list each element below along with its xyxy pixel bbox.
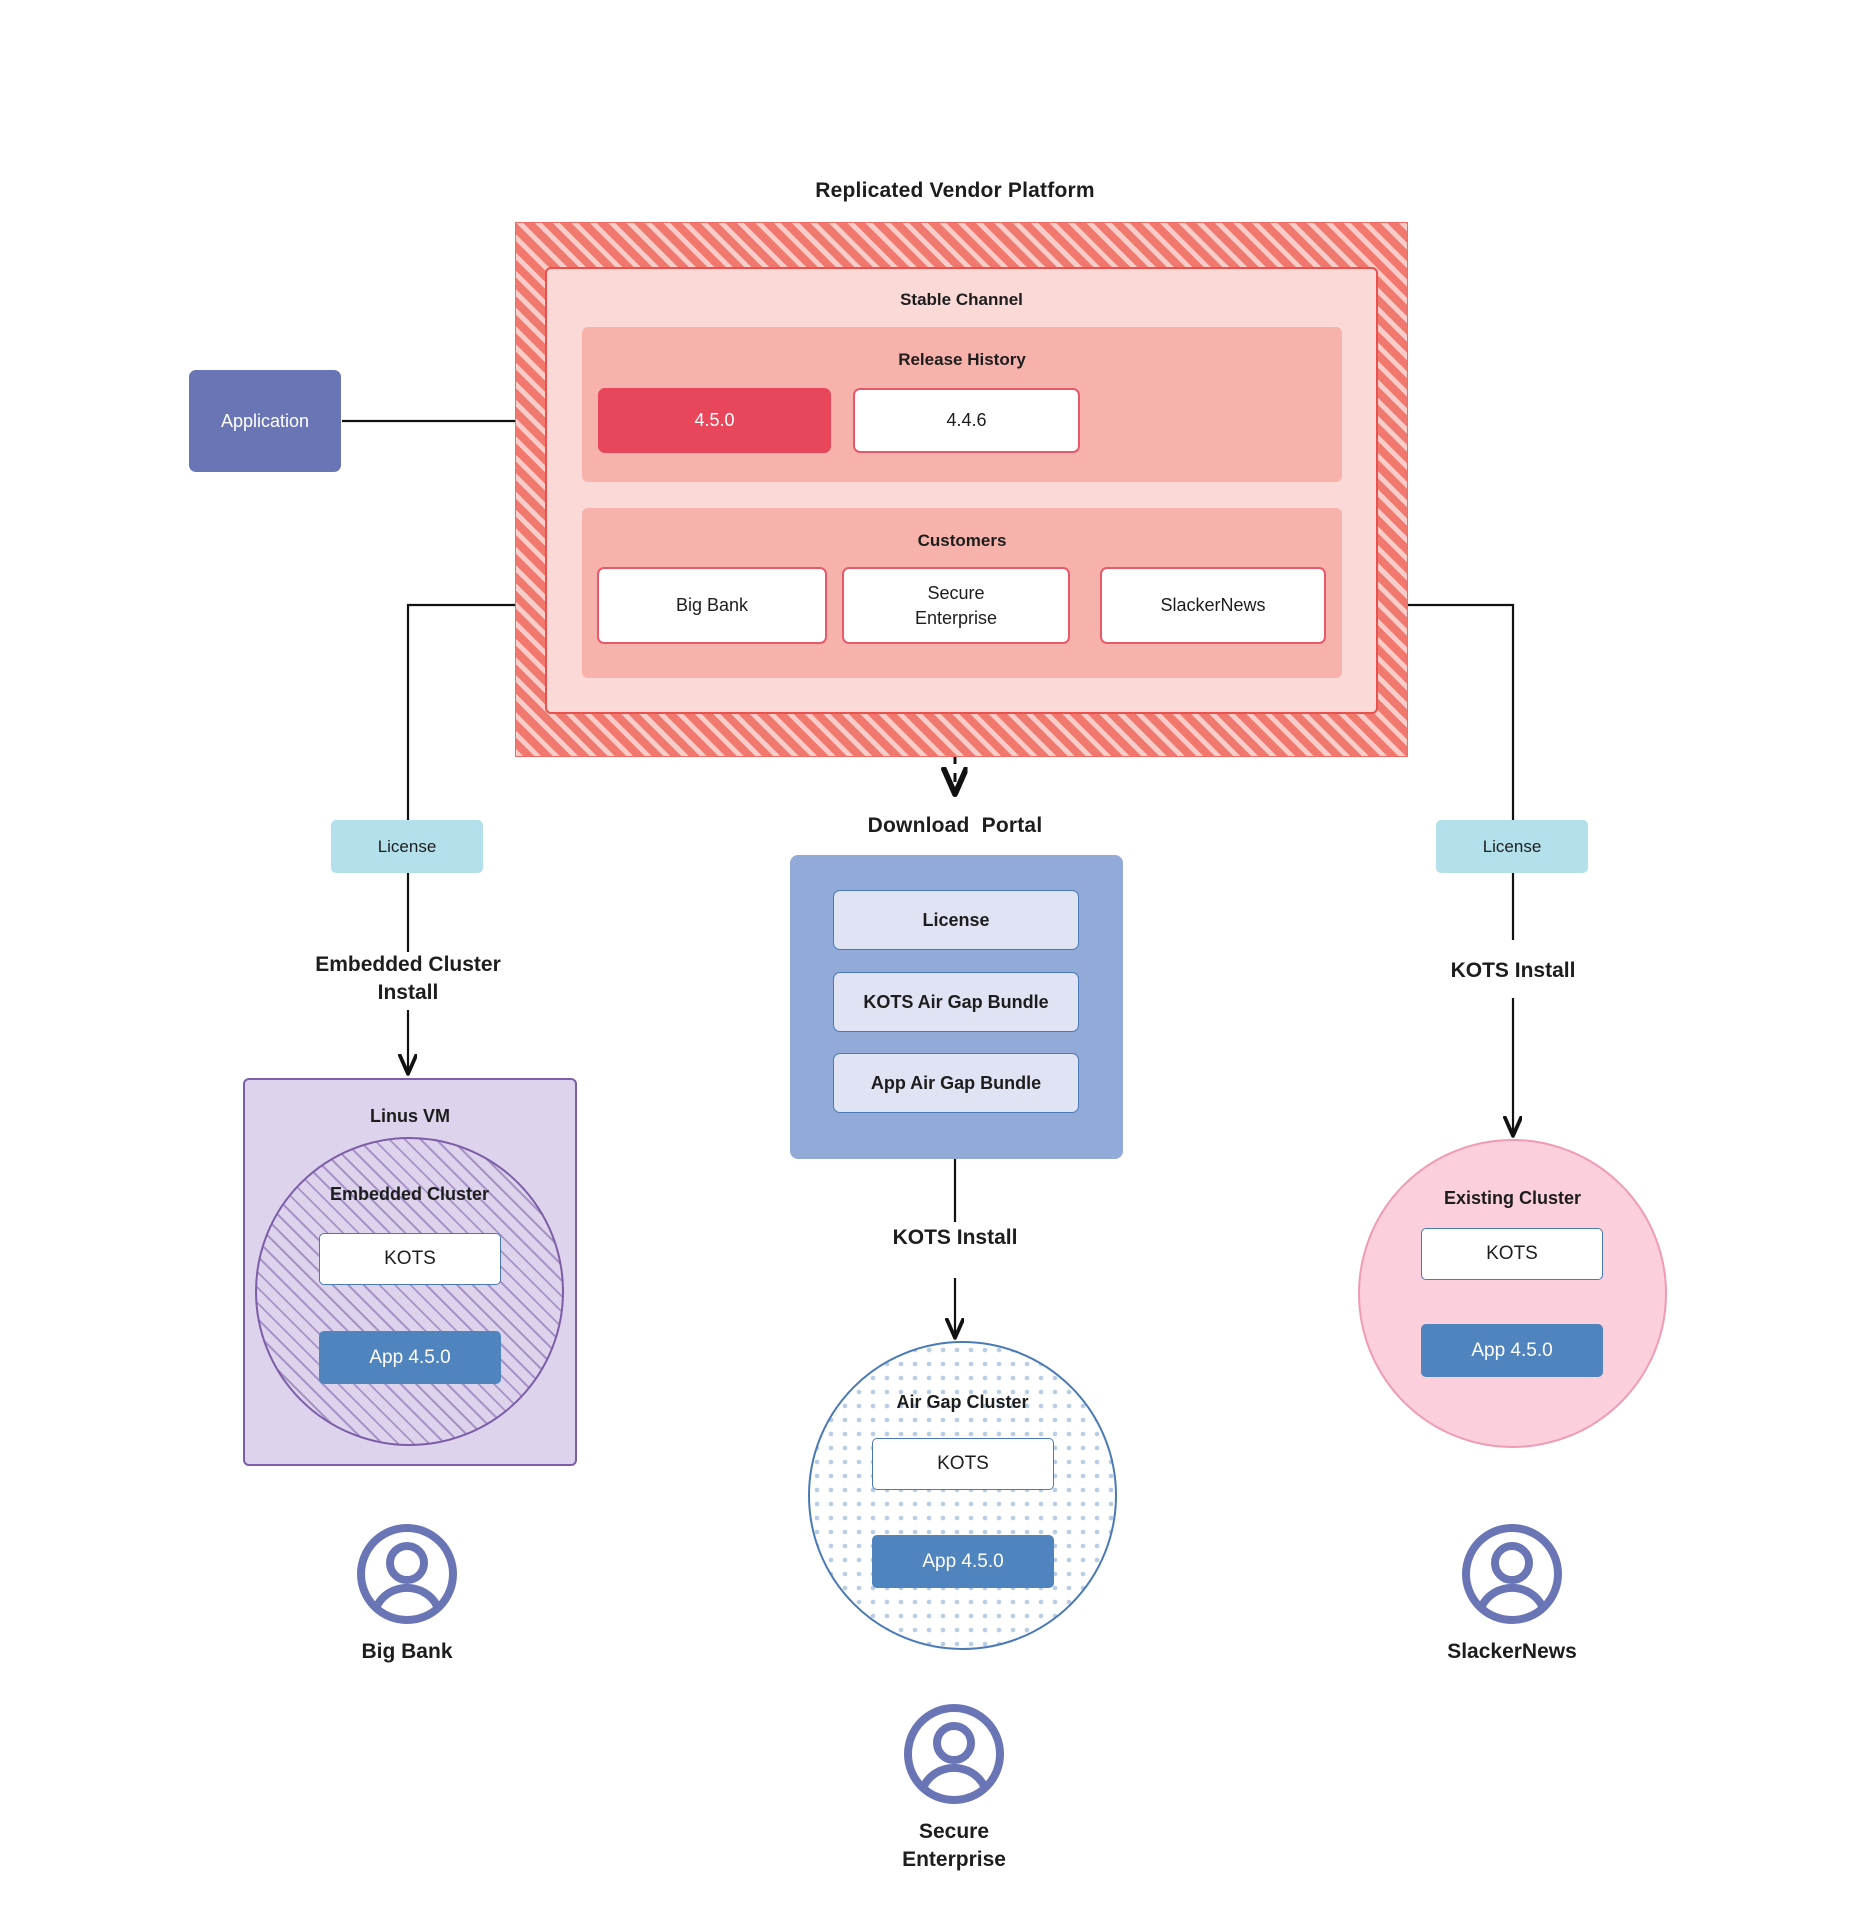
app-version-box-right[interactable]: App 4.5.0: [1421, 1324, 1603, 1377]
license-chip-label: License: [377, 836, 437, 856]
release-card-current[interactable]: 4.5.0: [598, 388, 831, 453]
portal-item-app-air-gap-bundle[interactable]: App Air Gap Bundle: [833, 1053, 1079, 1113]
portal-item-label: License: [922, 909, 990, 930]
application-node-label: Application: [220, 410, 310, 431]
app-version-label: App 4.5.0: [369, 1346, 451, 1368]
stable-channel-label: Stable Channel: [900, 290, 1023, 309]
kots-box-left[interactable]: KOTS: [319, 1233, 501, 1285]
app-version-box-left[interactable]: App 4.5.0: [319, 1331, 501, 1384]
customers-label: Customers: [917, 531, 1007, 550]
release-card-previous[interactable]: 4.4.6: [853, 388, 1080, 453]
app-version-label: App 4.5.0: [922, 1550, 1004, 1572]
user-avatar-icon-secure-enterprise: [902, 1702, 1006, 1806]
linux-vm-label: Linus VM: [370, 1105, 450, 1126]
license-chip-left[interactable]: License: [331, 820, 483, 873]
customer-name-slackernews: SlackerNews: [1447, 1640, 1577, 1664]
kots-box-center[interactable]: KOTS: [872, 1438, 1054, 1490]
existing-cluster-circle: [1358, 1139, 1667, 1448]
embedded-cluster-circle: [255, 1137, 564, 1446]
customer-card-slackernews[interactable]: SlackerNews: [1100, 567, 1326, 644]
flow-label-kots-install-center: KOTS Install: [892, 1226, 1018, 1250]
release-version-previous: 4.4.6: [946, 410, 987, 430]
release-version-current: 4.5.0: [694, 410, 735, 430]
customer-card-label: Big Bank: [675, 595, 749, 616]
customer-card-label: SlackerNews: [1160, 595, 1266, 616]
embedded-cluster-label: Embedded Cluster: [329, 1183, 490, 1204]
portal-item-label: KOTS Air Gap Bundle: [863, 991, 1049, 1012]
app-version-box-center[interactable]: App 4.5.0: [872, 1535, 1054, 1588]
portal-item-license[interactable]: License: [833, 890, 1079, 950]
download-portal-title: Download Portal: [867, 814, 1043, 837]
kots-box-right[interactable]: KOTS: [1421, 1228, 1603, 1280]
air-gap-cluster-circle: [808, 1341, 1117, 1650]
license-chip-label: License: [1482, 836, 1542, 856]
user-avatar-icon-slackernews: [1460, 1522, 1564, 1626]
customer-card-big-bank[interactable]: Big Bank: [597, 567, 827, 644]
customer-name-big-bank: Big Bank: [361, 1640, 453, 1664]
air-gap-cluster-label: Air Gap Cluster: [896, 1391, 1029, 1412]
page-title: Replicated Vendor Platform: [815, 179, 1095, 202]
flow-label-kots-install-right: KOTS Install: [1450, 959, 1576, 983]
flow-label-embedded-cluster-install: Embedded Cluster Install: [315, 953, 501, 1004]
release-history-label: Release History: [898, 350, 1026, 369]
customer-name-secure-enterprise: Secure Enterprise: [902, 1820, 1006, 1871]
kots-box-label: KOTS: [384, 1248, 436, 1269]
existing-cluster-label: Existing Cluster: [1443, 1187, 1582, 1208]
kots-box-label: KOTS: [937, 1453, 989, 1474]
portal-item-label: App Air Gap Bundle: [870, 1072, 1042, 1093]
portal-item-kots-air-gap-bundle[interactable]: KOTS Air Gap Bundle: [833, 972, 1079, 1032]
app-version-label: App 4.5.0: [1471, 1339, 1553, 1361]
license-chip-right[interactable]: License: [1436, 820, 1588, 873]
customer-card-secure-enterprise[interactable]: Secure Enterprise: [842, 567, 1070, 644]
kots-box-label: KOTS: [1486, 1243, 1538, 1264]
user-avatar-icon-big-bank: [355, 1522, 459, 1626]
customer-card-label: Secure Enterprise: [914, 583, 998, 628]
application-node[interactable]: Application: [189, 370, 341, 472]
